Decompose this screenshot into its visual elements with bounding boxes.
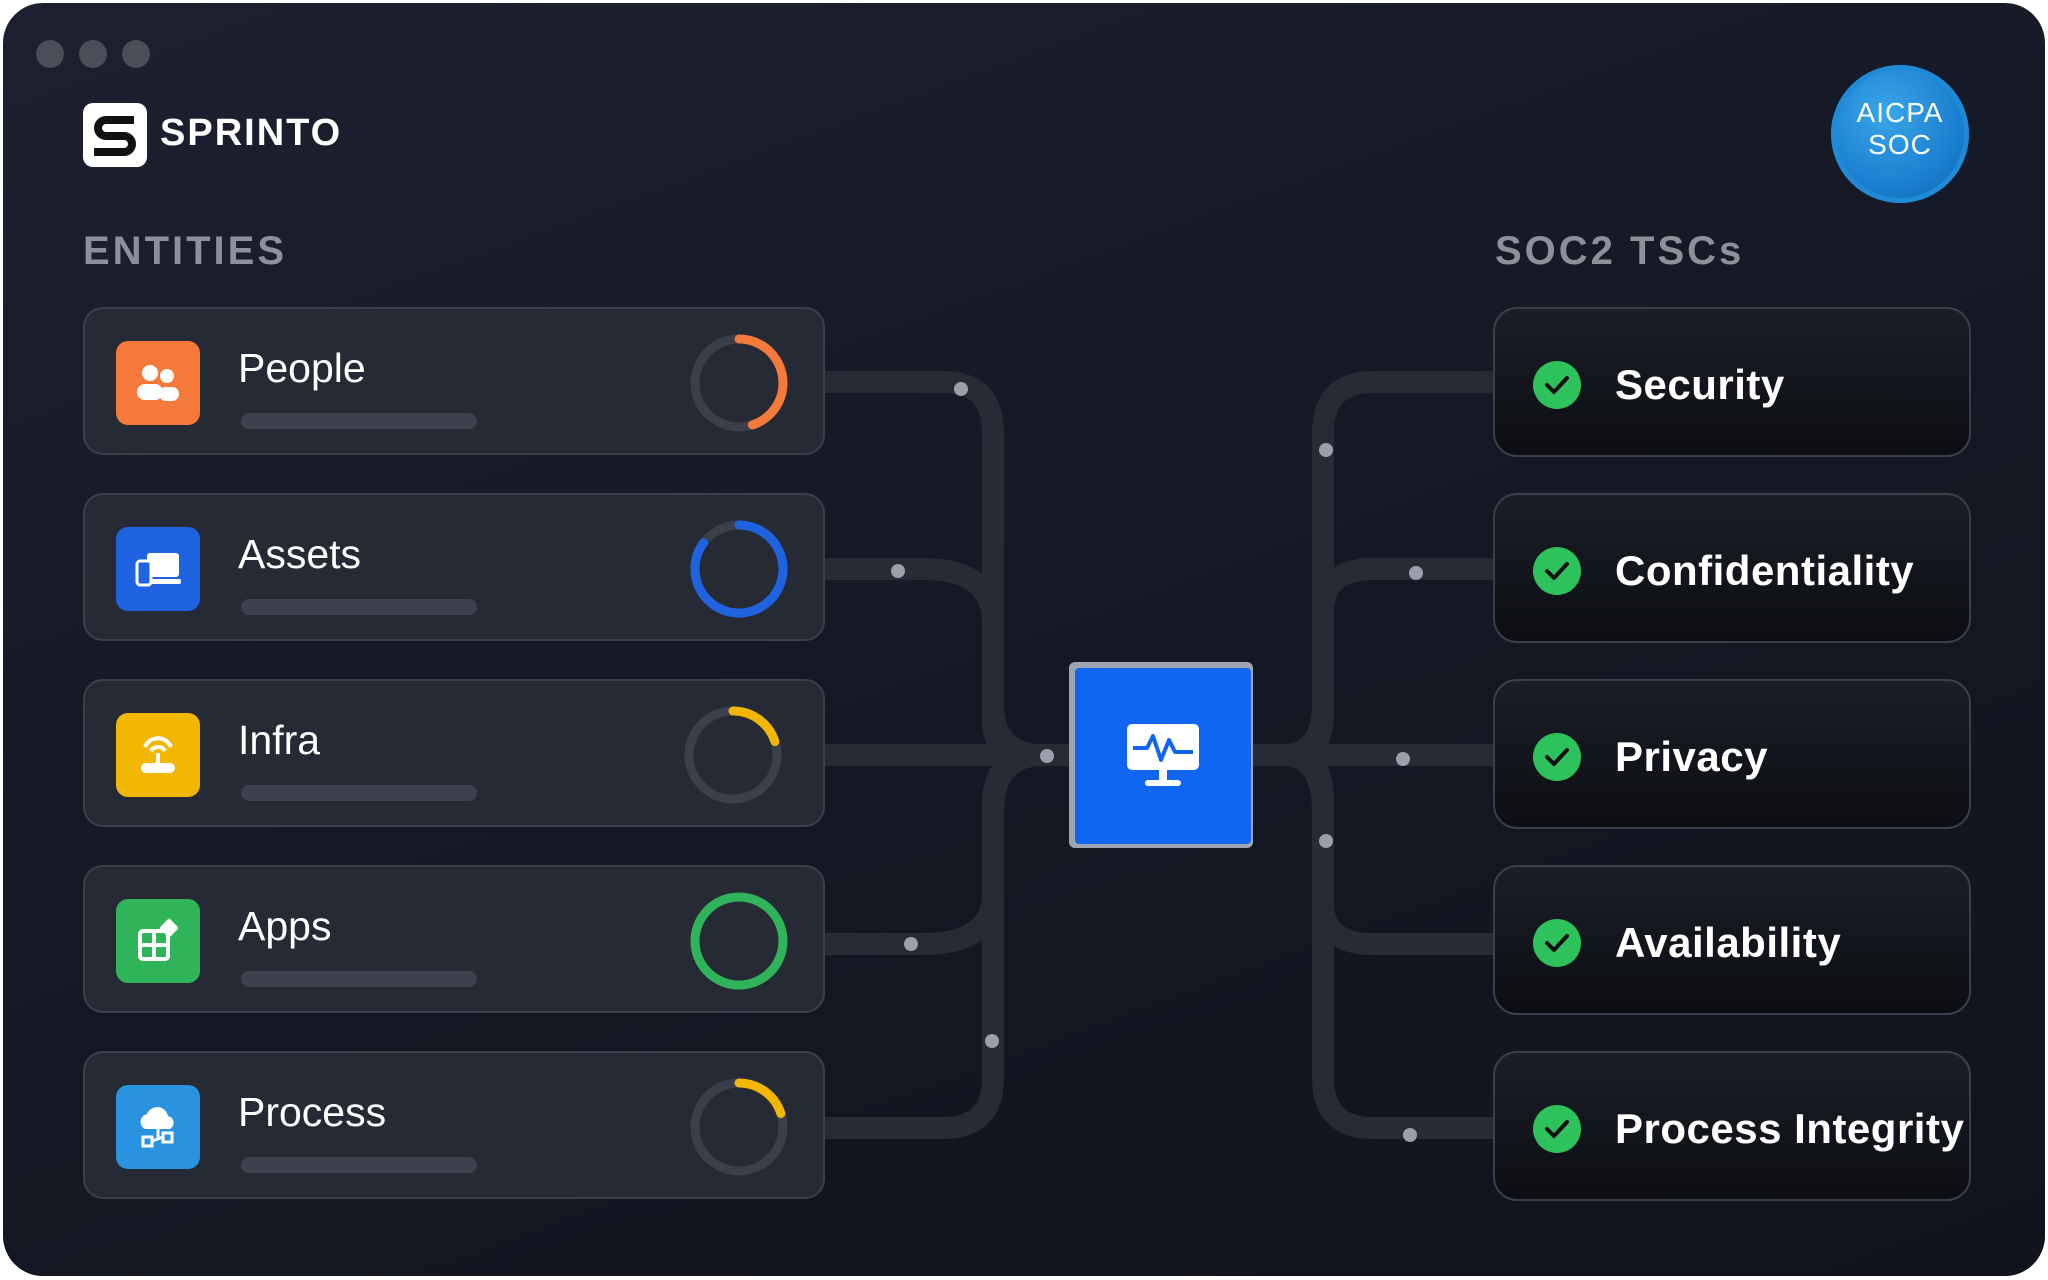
entity-progress-ring bbox=[684, 706, 782, 804]
tsc-label: Privacy bbox=[1615, 733, 1768, 780]
window-control-dot[interactable] bbox=[36, 40, 64, 68]
entity-progress-bar bbox=[241, 1157, 477, 1173]
check-icon bbox=[1533, 547, 1581, 595]
entity-label: People bbox=[238, 345, 366, 391]
check-icon bbox=[1533, 919, 1581, 967]
entity-progress-bar bbox=[241, 785, 477, 801]
entity-progress-ring bbox=[690, 334, 788, 432]
tsc-label: Confidentiality bbox=[1615, 547, 1915, 594]
tsc-card-security[interactable]: Security bbox=[1493, 307, 1971, 457]
tsc-card-confidentiality[interactable]: Confidentiality bbox=[1493, 493, 1971, 643]
ring-progress bbox=[690, 892, 788, 990]
entity-card-assets[interactable]: Assets bbox=[83, 493, 825, 641]
entity-card-people[interactable]: People bbox=[83, 307, 825, 455]
router-icon bbox=[116, 713, 200, 797]
connector-lines bbox=[814, 371, 1504, 1142]
entity-label: Apps bbox=[238, 903, 332, 949]
entity-progress-ring bbox=[690, 892, 788, 990]
aicpa-soc-badge: AICPA SOC bbox=[1831, 65, 1969, 203]
check-icon bbox=[1533, 1105, 1581, 1153]
entity-label: Process bbox=[238, 1089, 387, 1135]
check-icon bbox=[1533, 361, 1581, 409]
entity-card-apps[interactable]: Apps bbox=[83, 865, 825, 1013]
monitor-pulse-icon bbox=[1075, 668, 1251, 844]
check-icon bbox=[1533, 733, 1581, 781]
badge-line-1: AICPA bbox=[1856, 97, 1944, 128]
tsc-label: Security bbox=[1615, 361, 1785, 408]
app-window: SPRINTO AICPA SOC ENTITIES SOC2 TSCs bbox=[3, 3, 2045, 1276]
devices-icon bbox=[116, 527, 200, 611]
entity-progress-ring bbox=[690, 520, 788, 618]
tsc-label: Process Integrity bbox=[1615, 1105, 1965, 1152]
sprinto-logo-icon bbox=[83, 103, 147, 167]
entity-card-infra[interactable]: Infra bbox=[83, 679, 825, 827]
tscs-heading: SOC2 TSCs bbox=[1495, 229, 1745, 273]
window-control-dot[interactable] bbox=[122, 40, 150, 68]
ring-progress bbox=[690, 520, 788, 618]
entity-progress-ring bbox=[690, 1078, 788, 1176]
ring-progress bbox=[690, 1078, 788, 1176]
entity-progress-bar bbox=[241, 971, 477, 987]
ring-progress bbox=[684, 706, 782, 804]
brand-name: SPRINTO bbox=[160, 112, 343, 154]
badge-line-2: SOC bbox=[1868, 129, 1932, 160]
entity-card-process[interactable]: Process bbox=[83, 1051, 825, 1199]
hub-node[interactable] bbox=[1069, 662, 1253, 848]
entity-progress-bar bbox=[241, 599, 477, 615]
tsc-label: Availability bbox=[1615, 919, 1842, 966]
tsc-card-process-integrity[interactable]: Process Integrity bbox=[1493, 1051, 1971, 1201]
entity-label: Assets bbox=[238, 531, 362, 577]
people-icon bbox=[116, 341, 200, 425]
entity-label: Infra bbox=[238, 717, 321, 763]
apps-icon bbox=[116, 899, 200, 983]
window-control-dot[interactable] bbox=[79, 40, 107, 68]
tsc-card-availability[interactable]: Availability bbox=[1493, 865, 1971, 1015]
tsc-card-privacy[interactable]: Privacy bbox=[1493, 679, 1971, 829]
cloud-process-icon bbox=[116, 1085, 200, 1169]
entity-progress-bar bbox=[241, 413, 477, 429]
ring-progress bbox=[690, 334, 788, 432]
entities-heading: ENTITIES bbox=[83, 229, 288, 273]
